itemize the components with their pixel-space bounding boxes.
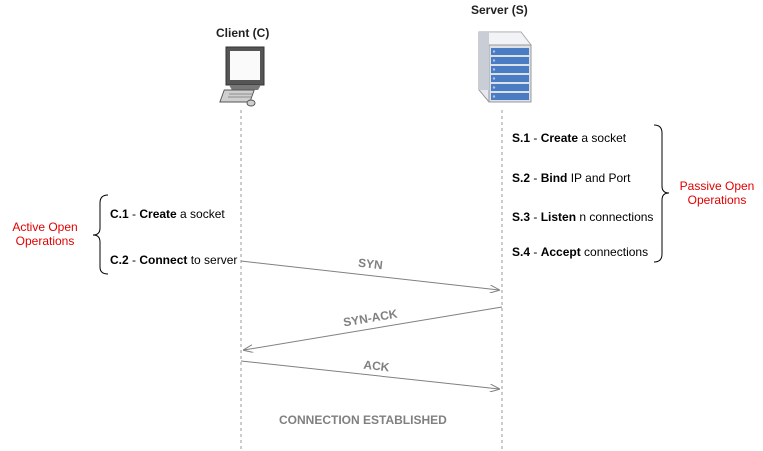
step-id: S.1	[512, 131, 531, 145]
step-id: S.3	[512, 210, 531, 224]
step-sep: -	[128, 253, 140, 267]
step-id: C.2	[110, 253, 129, 267]
desktop-computer-icon	[219, 46, 265, 107]
step-id: S.2	[512, 171, 531, 185]
server-step-s3: S.3 - Listen n connections	[512, 210, 653, 224]
ack-label: ACK	[363, 358, 391, 375]
step-sep: -	[530, 245, 541, 259]
server-step-s1: S.1 - Create a socket	[512, 131, 626, 145]
connection-established-label: CONNECTION ESTABLISHED	[279, 413, 447, 427]
passive-open-brace	[653, 124, 670, 263]
step-rest: to server	[187, 253, 238, 267]
syn-arrow	[240, 260, 499, 290]
active-open-line2: Operations	[15, 234, 75, 248]
server-rack-icon	[478, 31, 532, 103]
client-step-c1: C.1 - Create a socket	[110, 207, 225, 221]
server-step-s4: S.4 - Accept connections	[512, 245, 648, 259]
step-sep: -	[530, 171, 541, 185]
step-rest: connections	[580, 245, 649, 259]
step-verb: Create	[540, 131, 579, 145]
step-sep: -	[128, 207, 140, 221]
ack-arrow	[240, 360, 499, 389]
step-id: C.1	[110, 207, 129, 221]
passive-open-label: Passive Open Operations	[673, 179, 761, 207]
passive-open-line2: Operations	[687, 193, 747, 207]
step-sep: -	[530, 131, 541, 145]
step-rest: n connections	[576, 210, 654, 224]
active-open-brace	[92, 194, 109, 275]
syn-label: SYN	[357, 256, 383, 273]
client-title: Client (C)	[216, 26, 270, 40]
step-sep: -	[530, 210, 541, 224]
active-open-line1: Active Open	[12, 220, 78, 234]
syn-ack-arrow	[244, 306, 503, 350]
client-step-c2: C.2 - Connect to server	[110, 253, 237, 267]
step-verb: Accept	[540, 245, 581, 259]
server-step-s2: S.2 - Bind IP and Port	[512, 171, 631, 185]
step-rest: a socket	[578, 131, 627, 145]
step-rest: IP and Port	[567, 171, 631, 185]
passive-open-line1: Passive Open	[679, 179, 755, 193]
active-open-label: Active Open Operations	[2, 220, 88, 248]
step-rest: a socket	[176, 207, 225, 221]
step-verb: Connect	[139, 253, 188, 267]
step-verb: Listen	[540, 210, 577, 224]
step-verb: Create	[139, 207, 177, 221]
server-title: Server (S)	[471, 3, 528, 17]
step-verb: Bind	[540, 171, 568, 185]
step-id: S.4	[512, 245, 531, 259]
